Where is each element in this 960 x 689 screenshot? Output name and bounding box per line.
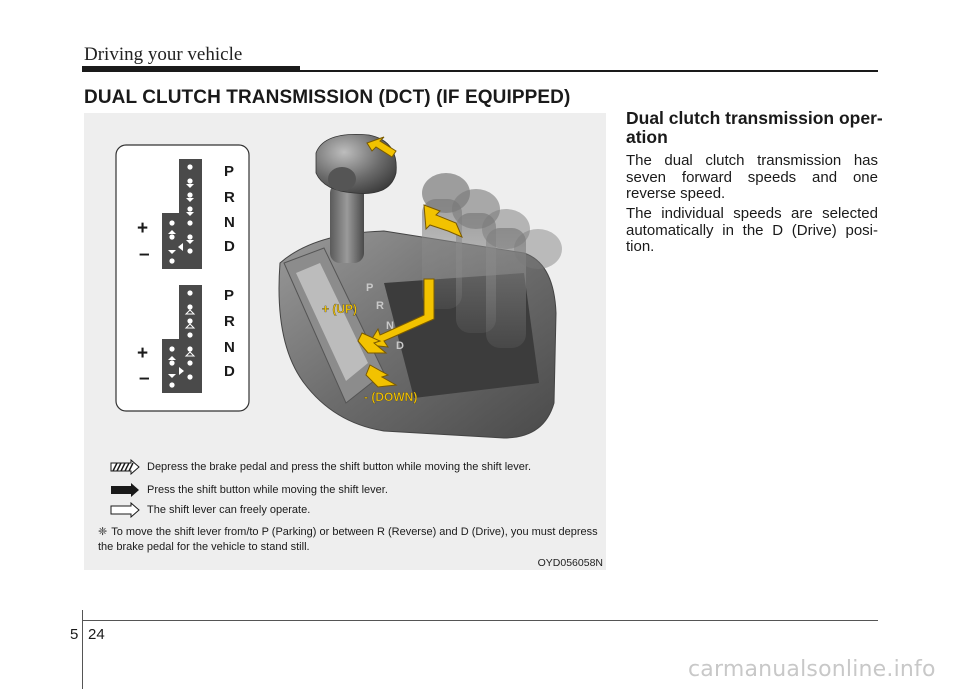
console-letter-p: P [366, 282, 373, 294]
note-mark: ❈ [98, 526, 108, 538]
figure-note: ❈To move the shift lever from/to P (Park… [98, 525, 598, 555]
console-letter-n: N [386, 320, 394, 332]
gate-lower-label-p: P [224, 287, 234, 304]
gate-diagram-box [115, 144, 250, 412]
gate-upper-minus: – [139, 244, 150, 265]
gate-lower-minus: – [139, 368, 150, 389]
header-rule-thick [82, 66, 300, 72]
console-letter-d: D [396, 340, 404, 352]
up-forward-arrow-icon [366, 136, 397, 158]
figure-code: OYD056058N [537, 557, 603, 569]
shift-lever [315, 134, 397, 263]
legend-text-button: Press the shift button while moving the … [147, 484, 388, 496]
page-number: 24 [88, 626, 105, 643]
footer-horizontal-rule [83, 620, 878, 621]
gate-lower-label-d: D [224, 363, 235, 380]
downshift-arrow-icon [365, 364, 398, 388]
gate-lower-label-r: R [224, 313, 235, 330]
header-rule-thin [300, 70, 878, 72]
gate-upper-plus: + [137, 218, 148, 239]
upshift-arrow-icon [357, 332, 388, 354]
legend-item-free: The shift lever can freely operate. [99, 502, 599, 520]
gate-upper-label-d: D [224, 238, 235, 255]
gate-upper-label-n: N [224, 214, 235, 231]
paragraph-speeds: The dual clutch transmission has seven f… [626, 152, 878, 202]
chapter-number: 5 [70, 626, 79, 643]
legend-text-brake: Depress the brake pedal and press the sh… [147, 461, 531, 473]
section-title: DUAL CLUTCH TRANSMISSION (DCT) (IF EQUIP… [84, 87, 571, 108]
running-header: Driving your vehicle [84, 44, 243, 65]
outline-arrow-icon [110, 502, 140, 518]
solid-arrow-icon [111, 483, 139, 497]
gate-diagram-upper: P R N D + – [137, 159, 235, 269]
subheading: Dual clutch transmission oper-ation [626, 108, 883, 147]
gate-lower-plus: + [137, 343, 148, 364]
legend-item-brake: Depress the brake pedal and press the sh… [99, 459, 599, 477]
up-label: + (UP) [322, 302, 357, 316]
note-text: To move the shift lever from/to P (Parki… [98, 526, 598, 553]
gate-lower-label-n: N [224, 339, 235, 356]
console-letter-r: R [376, 300, 384, 312]
gate-upper-label-r: R [224, 189, 235, 206]
gate-upper-label-p: P [224, 163, 234, 180]
legend-item-button: Press the shift button while moving the … [99, 482, 599, 500]
down-back-arrow-icon [423, 204, 463, 238]
figure-panel: P R N D + – P R N [84, 113, 606, 570]
footer-vertical-rule [82, 610, 83, 689]
paragraph-drive: The individual speeds are selected autom… [626, 205, 878, 255]
gate-diagram-lower: P R N D + – [137, 285, 235, 393]
shift-lever-illustration: P R N D + – P R N [115, 134, 562, 439]
striped-arrow-icon [110, 459, 140, 475]
legend-text-free: The shift lever can freely operate. [147, 504, 311, 516]
watermark: carmanualsonline.info [688, 657, 936, 682]
down-label: - (DOWN) [364, 390, 417, 404]
direction-arrows [357, 136, 463, 388]
